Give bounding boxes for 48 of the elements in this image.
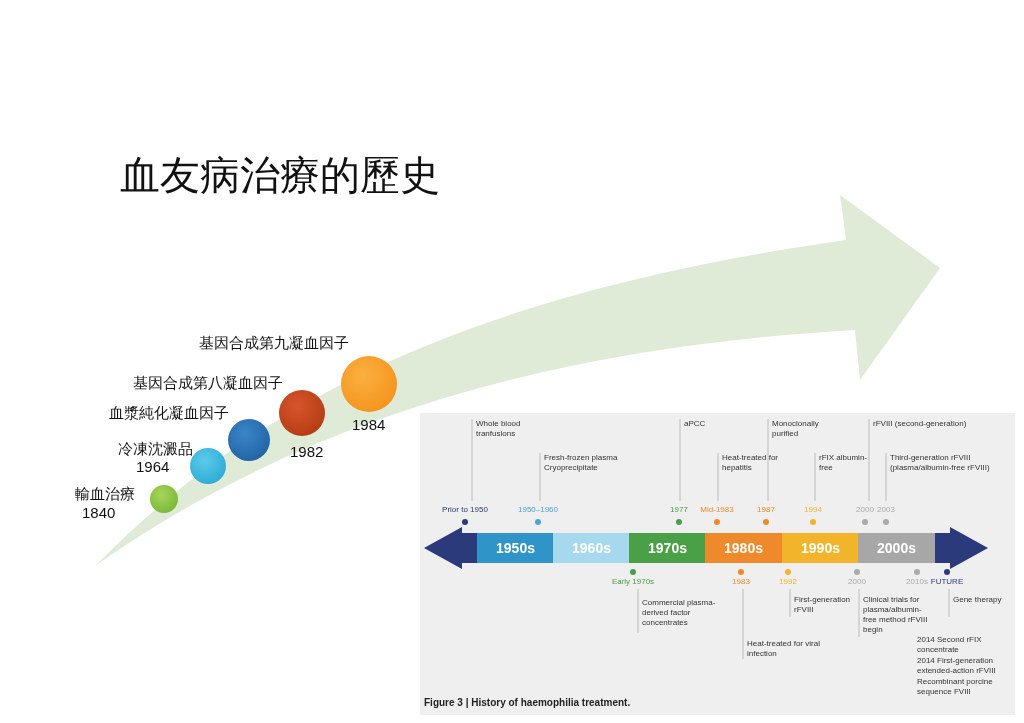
milestone-circle: [150, 485, 178, 513]
milestone-label: 基因合成第八凝血因子: [133, 375, 283, 390]
decade-segment: 1970s: [629, 533, 706, 563]
event-text: Recombinant porcine sequence FVIII: [917, 677, 994, 697]
decade-segment: 2000s: [858, 533, 935, 563]
date-label: 1994: [804, 505, 822, 515]
milestone-label: 血漿純化凝血因子: [109, 405, 229, 420]
date-label: 2010s: [906, 577, 928, 587]
date-label: Mid-1983: [700, 505, 734, 515]
event-text: Heat-treated for viral infection: [747, 639, 821, 659]
title: 血友病治療的歷史: [120, 152, 440, 199]
date-label: 1977: [670, 505, 688, 515]
event-text: First-generation rFVIII: [794, 595, 852, 615]
date-label: Early 1970s: [611, 577, 655, 587]
milestone-label: 輸血治療: [75, 486, 135, 501]
event-text: 2014 Second rFIX concentrate: [917, 635, 983, 655]
milestone-circle: [279, 390, 325, 436]
date-label: 1987: [757, 505, 775, 515]
event-text: Third-generation rFVIII (plasma/albumin-free rFVIII): [890, 453, 991, 473]
event-text: Whole blood tranfusions: [476, 419, 522, 439]
milestone-label: 1982: [290, 444, 324, 459]
milestone-label: 1964: [136, 459, 170, 474]
date-label: 1983: [732, 577, 750, 587]
event-text: Gene therapy: [953, 595, 1003, 605]
date-label: FUTURE: [930, 577, 964, 587]
event-text: 2014 First-generation extended-action rFVIII: [917, 656, 997, 676]
decade-segment: 1950s: [477, 533, 554, 563]
event-text: Commercial plasma-derived factor concentrates: [642, 598, 717, 628]
date-label: Prior to 1950: [442, 505, 488, 515]
milestone-label: 基因合成第九凝血因子: [199, 335, 349, 350]
milestone-label: 1840: [82, 505, 116, 520]
milestone-label: 1984: [352, 417, 386, 432]
event-text: aPCC: [684, 419, 707, 429]
event-text: Heat-treated for hepatitis: [722, 453, 780, 473]
decade-segment: 1990s: [782, 533, 859, 563]
event-text: rFIX albumin-free: [819, 453, 868, 473]
event-text: Monoclonally purified: [772, 419, 820, 439]
event-text: Fresh-frozen plasma Cryoprecipitate: [544, 453, 619, 473]
date-label: 1992: [779, 577, 797, 587]
date-label: 1950–1960: [518, 505, 558, 515]
milestone-circle: [228, 419, 270, 461]
decade-segment: 1960s: [553, 533, 630, 563]
milestone-circle: [190, 448, 226, 484]
figure-caption: Figure 3 | History of haemophilia treatment.: [424, 697, 631, 708]
decade-segment: 1980s: [705, 533, 782, 563]
event-text: Clinical trials for plasma/albumin-free method rFVIII begin: [863, 595, 929, 635]
event-text: rFVIII (second-generation): [873, 419, 968, 429]
milestone-label: 冷凍沈澱品: [118, 441, 193, 456]
